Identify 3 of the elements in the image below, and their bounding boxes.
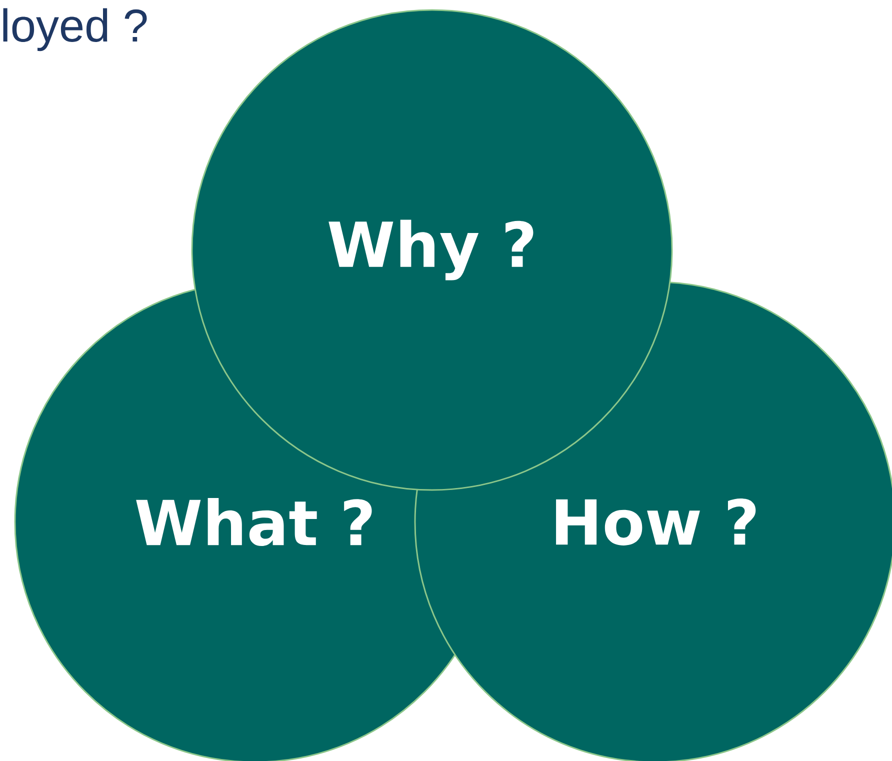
- title: loyed ?: [3, 8, 147, 52]
- node-label: What ?: [136, 498, 372, 546]
- node-label: How ?: [556, 498, 756, 546]
